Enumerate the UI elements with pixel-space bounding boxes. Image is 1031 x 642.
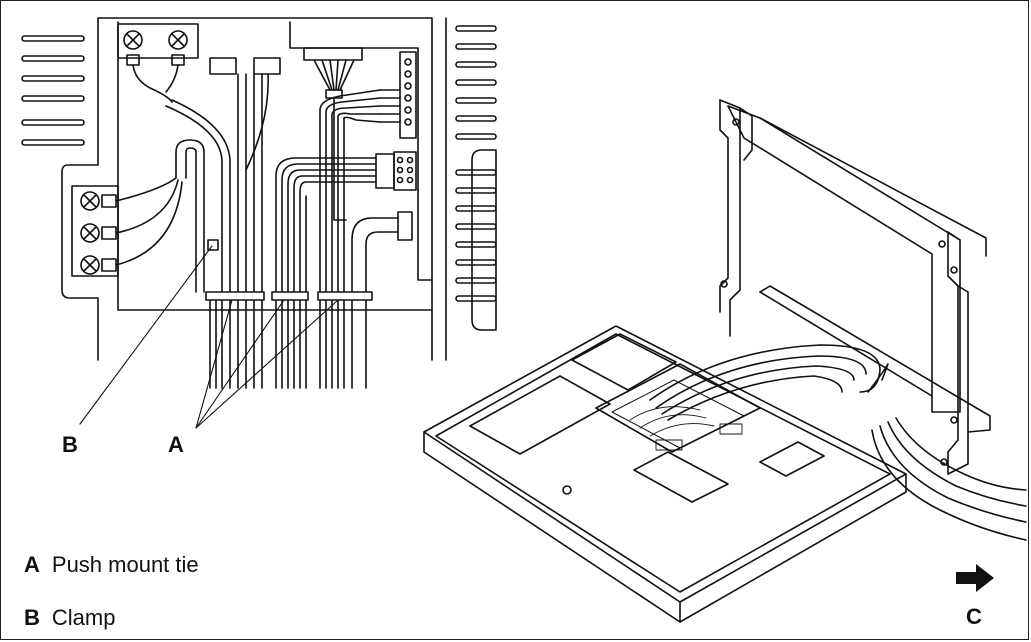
leader-lines xyxy=(79,245,339,429)
side-lamp-sockets xyxy=(71,177,183,277)
legend-item-a: A Push mount tie xyxy=(24,552,199,578)
clamp xyxy=(207,239,219,251)
push-mount-ties xyxy=(205,291,373,301)
left-vent-slots xyxy=(21,35,85,146)
legend-item-b: B Clamp xyxy=(24,605,115,631)
callout-b: B xyxy=(62,432,78,457)
right-vent-slots xyxy=(445,17,497,361)
legend-key: B xyxy=(24,605,40,630)
cable-harness xyxy=(649,344,1027,541)
legend-key: A xyxy=(24,552,40,577)
cable-bundles xyxy=(165,47,417,389)
monitor-unit xyxy=(423,325,907,623)
legend-text: Clamp xyxy=(51,605,116,630)
top-lamp-sockets xyxy=(117,23,199,103)
legend-text: Push mount tie xyxy=(51,552,199,577)
callout-c: C xyxy=(966,604,982,629)
mounting-bracket xyxy=(719,99,991,475)
right-arrow-icon xyxy=(956,564,994,592)
callout-a: A xyxy=(168,432,184,457)
